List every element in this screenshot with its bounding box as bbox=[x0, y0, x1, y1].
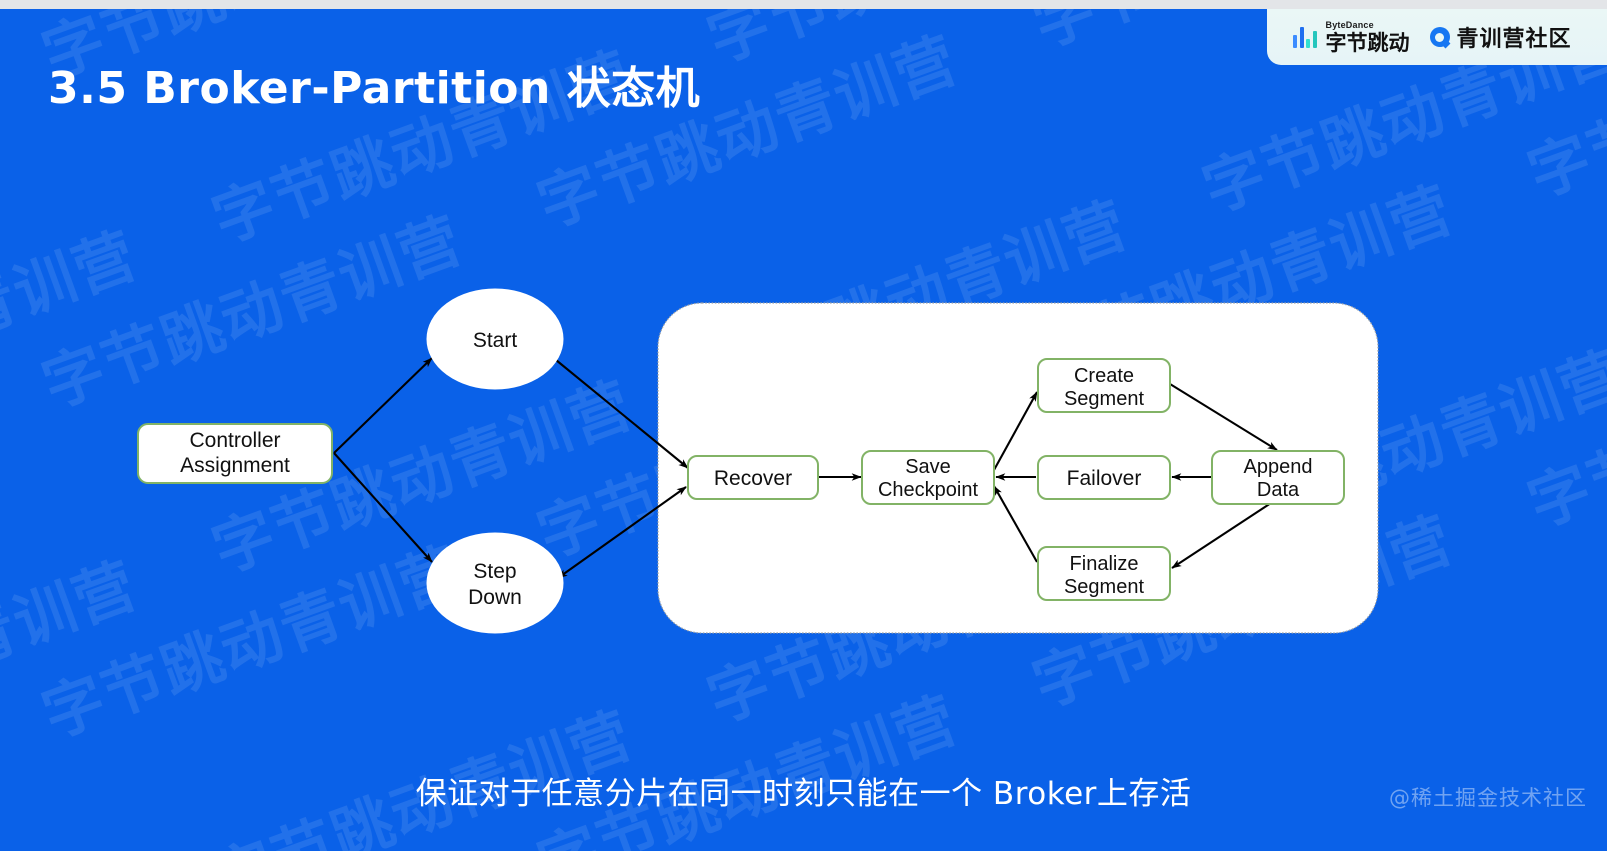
node-recover-label: Recover bbox=[714, 467, 792, 490]
node-failover-shape bbox=[1037, 455, 1171, 500]
node-controller-assignment-line1: Controller bbox=[189, 429, 280, 452]
edge-savecheckpoint-to-createsegment bbox=[993, 391, 1038, 471]
node-controller-assignment[interactable]: Controller Assignment bbox=[137, 423, 333, 484]
edge-controller-to-stepdown bbox=[333, 452, 433, 563]
header-logo-pill: ByteDance 字节跳动 青训营社区 bbox=[1267, 9, 1607, 65]
bytedance-en-label: ByteDance bbox=[1325, 19, 1374, 30]
node-append-data-line1: Append bbox=[1244, 456, 1313, 478]
node-finalize-segment-line1: Finalize bbox=[1070, 553, 1139, 575]
bytedance-bars-icon bbox=[1293, 26, 1317, 48]
diagram-edges bbox=[333, 357, 1278, 579]
edge-controller-to-start bbox=[333, 357, 433, 454]
node-create-segment-line2: Segment bbox=[1064, 388, 1144, 410]
node-start[interactable]: Start bbox=[426, 288, 564, 390]
edge-recover-stepdown-bidirectional bbox=[557, 486, 687, 579]
node-controller-assignment-line2: Assignment bbox=[180, 454, 290, 477]
slide-caption: 保证对于任意分片在同一时刻只能在一个 Broker上存活 bbox=[415, 776, 1192, 812]
node-finalize-segment-shape bbox=[1037, 546, 1171, 601]
node-failover[interactable]: Failover bbox=[1037, 455, 1171, 500]
node-append-data[interactable]: Append Data bbox=[1211, 450, 1345, 505]
edge-finalizesegment-to-savecheckpoint bbox=[993, 485, 1038, 563]
top-strip bbox=[0, 0, 1607, 9]
node-start-label: Start bbox=[473, 329, 518, 352]
node-create-segment-shape bbox=[1037, 358, 1171, 413]
node-append-data-line2: Data bbox=[1257, 479, 1300, 501]
page-title: 3.5 Broker-Partition 状态机 bbox=[48, 63, 701, 114]
node-create-segment[interactable]: Create Segment bbox=[1037, 358, 1171, 413]
qingxunying-circle-icon bbox=[1429, 27, 1450, 47]
node-create-segment-line1: Create bbox=[1074, 365, 1134, 387]
bytedance-cn-label: 字节跳动 bbox=[1325, 30, 1410, 55]
edge-appenddata-to-finalizesegment bbox=[1171, 502, 1272, 569]
node-step-down[interactable]: Step Down bbox=[426, 532, 564, 634]
node-failover-label: Failover bbox=[1067, 467, 1142, 490]
qingxunying-logo: 青训营社区 bbox=[1429, 21, 1572, 53]
credit-watermark: @稀土掘金技术社区 bbox=[1389, 786, 1587, 810]
node-finalize-segment-line2: Segment bbox=[1064, 576, 1144, 598]
edge-createsegment-to-appenddata bbox=[1169, 383, 1278, 451]
edge-start-to-recover bbox=[555, 359, 689, 469]
node-save-checkpoint-line1: Save bbox=[905, 456, 951, 478]
node-save-checkpoint-shape bbox=[861, 450, 995, 505]
node-finalize-segment[interactable]: Finalize Segment bbox=[1037, 546, 1171, 601]
node-controller-assignment-shape bbox=[137, 423, 333, 484]
node-start-shape bbox=[426, 288, 564, 390]
node-step-down-line1: Step bbox=[473, 560, 516, 583]
node-save-checkpoint-line2: Checkpoint bbox=[878, 479, 979, 501]
node-recover[interactable]: Recover bbox=[687, 455, 819, 500]
node-step-down-shape bbox=[426, 532, 564, 634]
node-append-data-shape bbox=[1211, 450, 1345, 505]
bytedance-logo-text: ByteDance 字节跳动 bbox=[1325, 19, 1410, 55]
node-step-down-line2: Down bbox=[468, 586, 522, 609]
node-save-checkpoint[interactable]: Save Checkpoint bbox=[861, 450, 995, 505]
qingxunying-label: 青训营社区 bbox=[1456, 27, 1572, 52]
node-recover-shape bbox=[687, 455, 819, 500]
